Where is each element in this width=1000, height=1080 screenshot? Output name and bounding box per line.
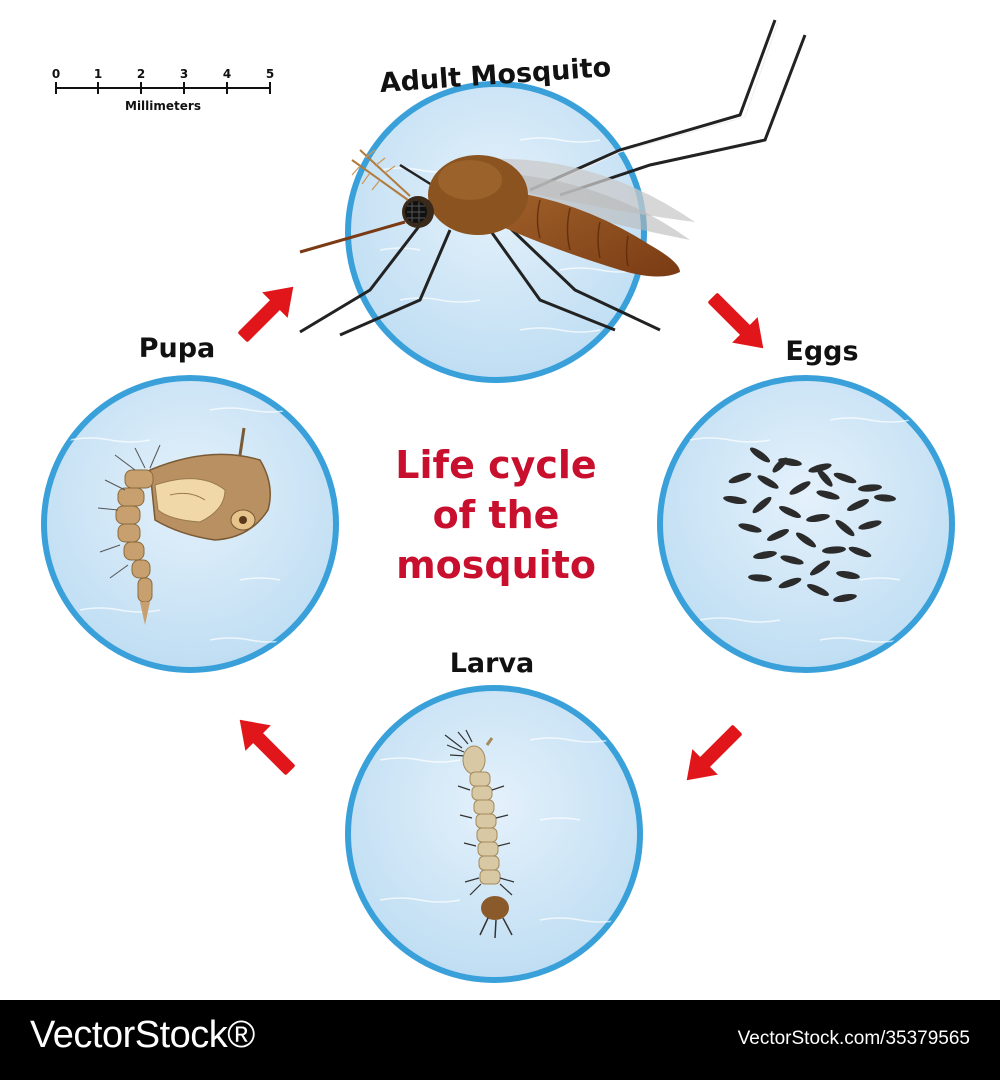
adult-mosquito-illustration bbox=[299, 19, 807, 337]
stage-label-larva: Larva bbox=[450, 648, 535, 679]
diagram-title: Life cycle of the mosquito bbox=[395, 443, 596, 587]
scale-tick-3: 3 bbox=[180, 67, 188, 81]
scale-tick-1: 1 bbox=[94, 67, 102, 81]
larva-illustration bbox=[444, 729, 515, 939]
cycle-arrow-icon bbox=[686, 725, 742, 781]
pupa-illustration bbox=[97, 427, 271, 625]
title-line-1: Life cycle bbox=[395, 443, 596, 487]
scale-tick-2: 2 bbox=[137, 67, 145, 81]
title-line-2: of the bbox=[433, 493, 560, 537]
eggs-illustration bbox=[723, 447, 896, 603]
scale-tick-0: 0 bbox=[52, 67, 60, 81]
title-line-3: mosquito bbox=[396, 543, 596, 587]
watermark-footer: VectorStock® VectorStock.com/35379565 bbox=[0, 1000, 1000, 1080]
stage-label-pupa: Pupa bbox=[139, 333, 216, 364]
circle-eggs bbox=[657, 375, 955, 673]
scale-tick-4: 4 bbox=[223, 67, 231, 81]
scale-unit-label: Millimeters bbox=[125, 99, 201, 113]
scale-bar: 0 1 2 3 4 5 Millimeters bbox=[52, 67, 274, 113]
scale-tick-5: 5 bbox=[266, 67, 274, 81]
image-id-text: VectorStock.com/35379565 bbox=[737, 1028, 970, 1049]
cycle-arrow-icon bbox=[239, 719, 295, 775]
mosquito-life-cycle-diagram: 0 1 2 3 4 5 Millimeters bbox=[41, 19, 955, 983]
vectorstock-logo: VectorStock® bbox=[30, 1014, 255, 1056]
cycle-arrow-icon bbox=[238, 286, 294, 342]
stage-label-eggs: Eggs bbox=[785, 336, 858, 367]
cycle-arrow-icon bbox=[708, 293, 764, 349]
